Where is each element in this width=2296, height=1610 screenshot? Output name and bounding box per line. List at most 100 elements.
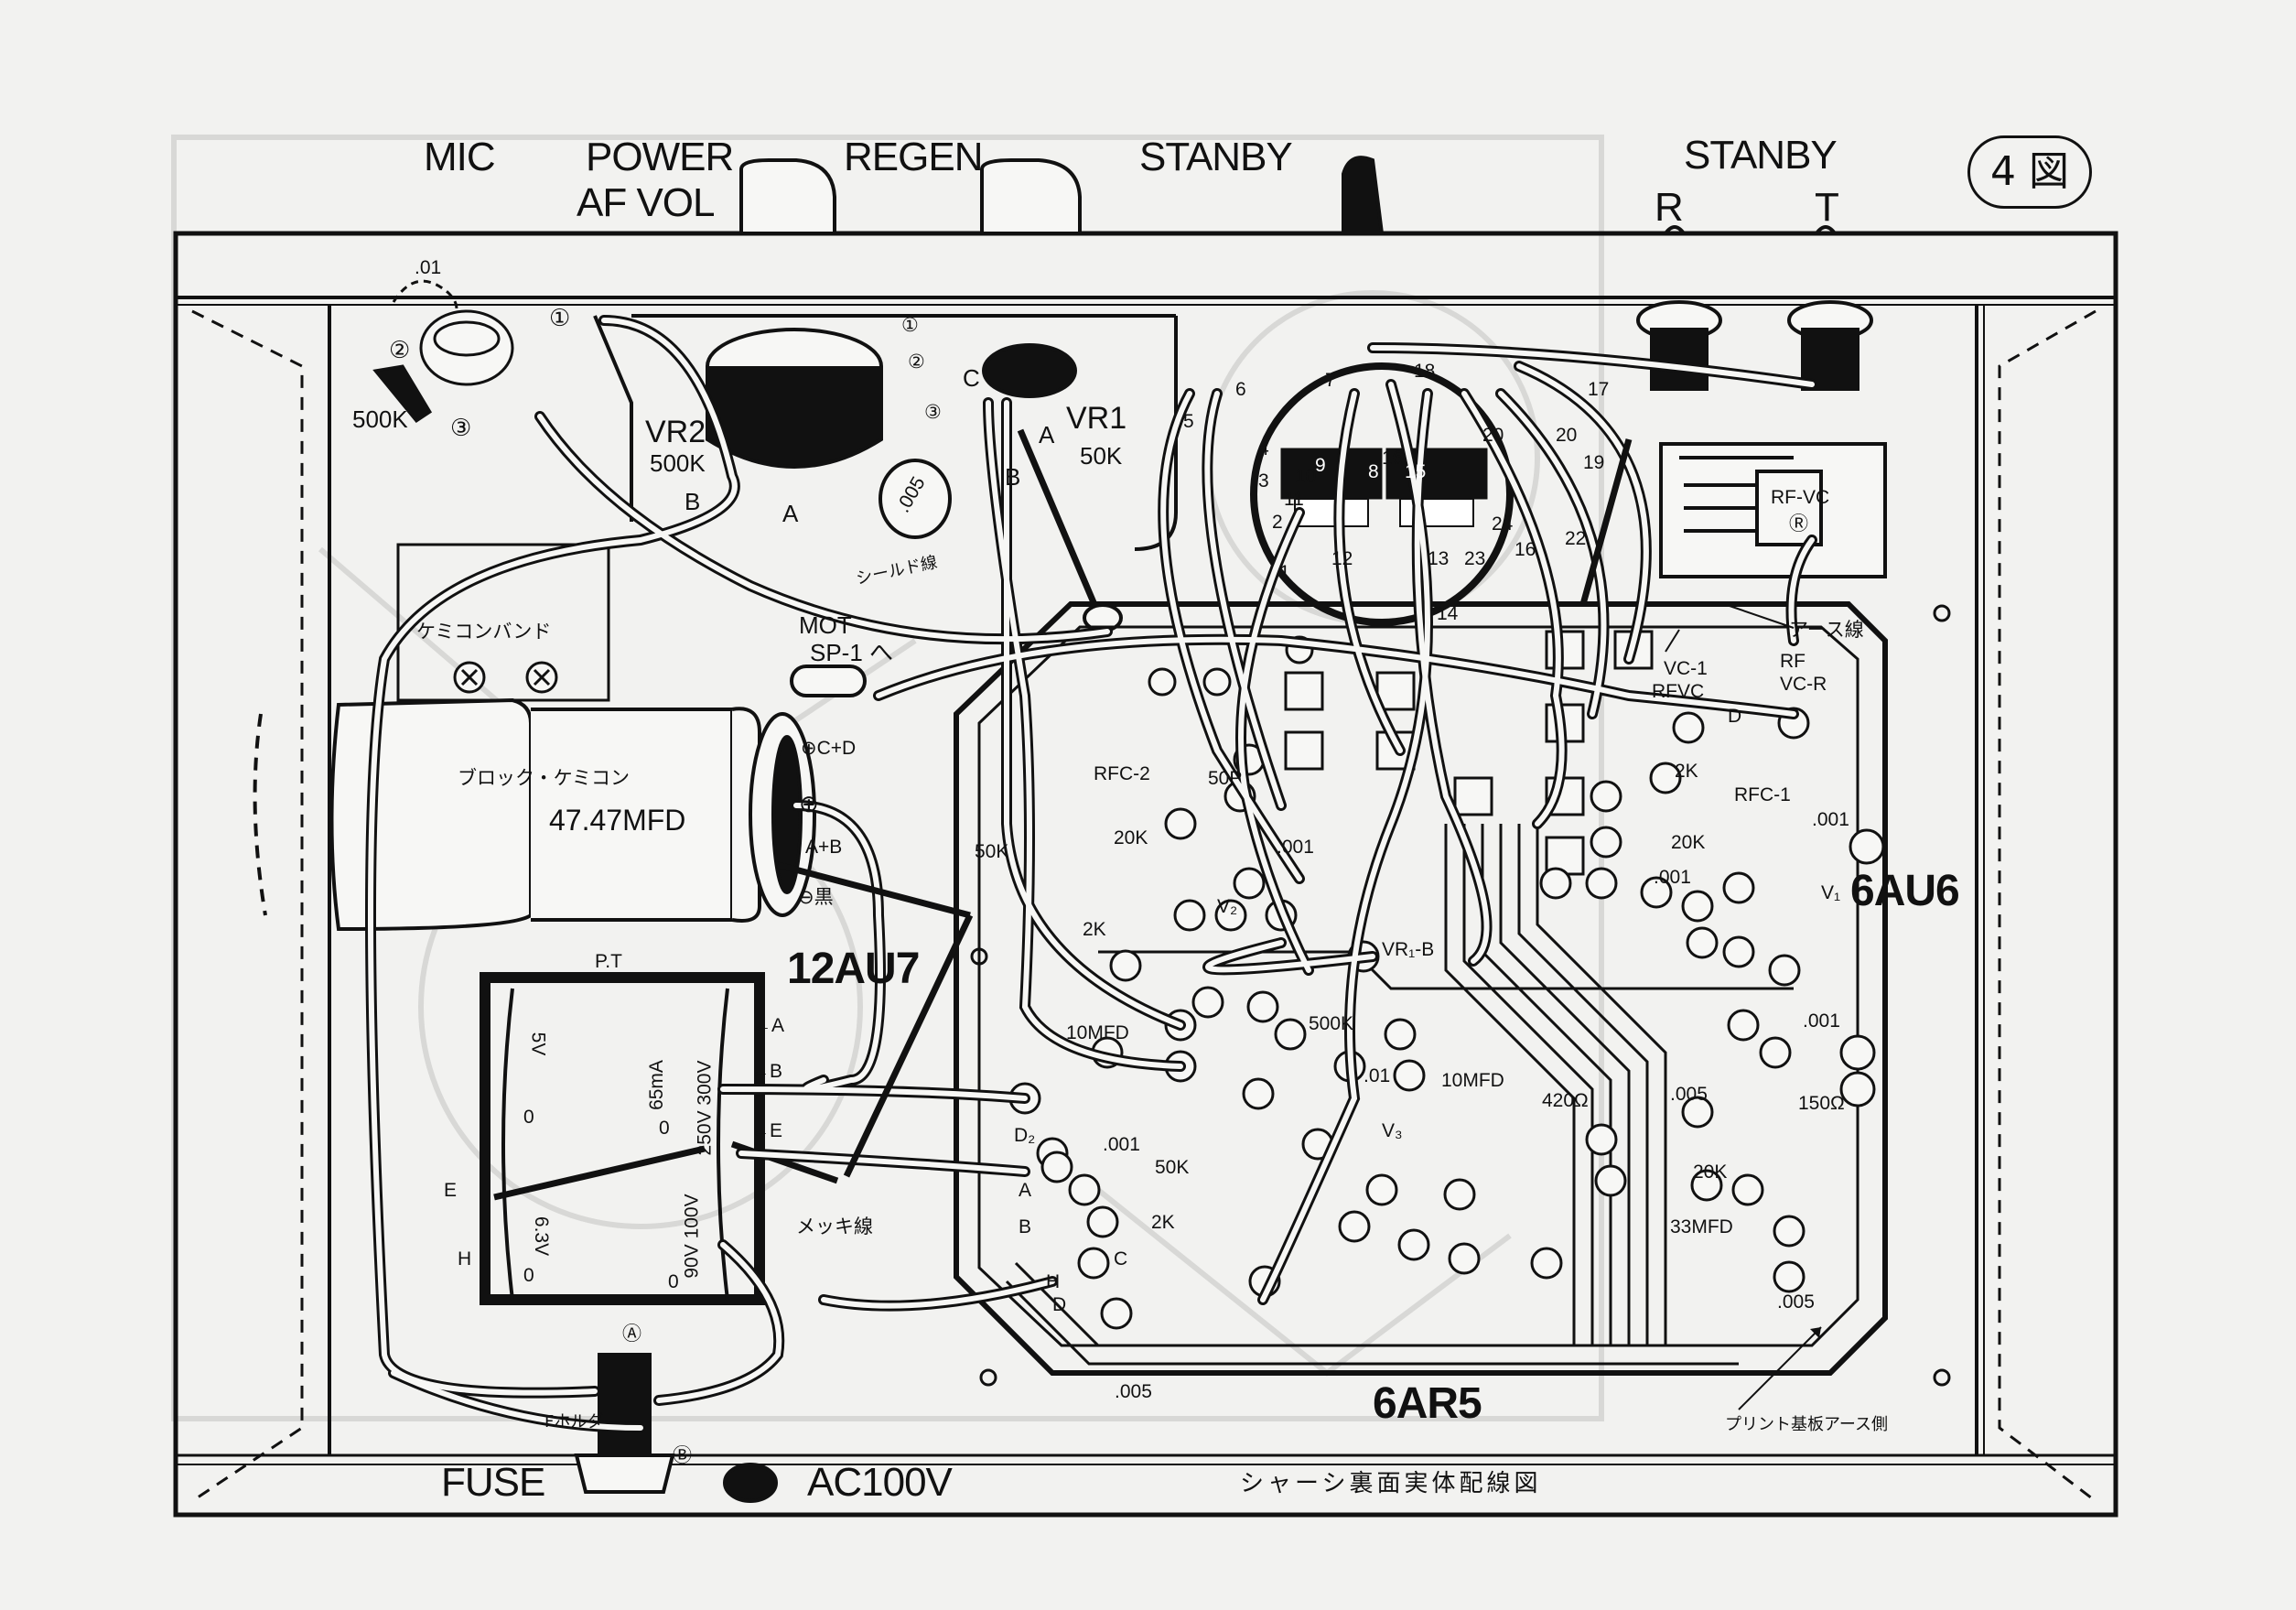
vr1-pin-a: A xyxy=(1039,421,1055,448)
cap-band-label: ケミコンバンド xyxy=(416,621,552,643)
v1-tag: V₁ xyxy=(1821,882,1841,903)
pcb-c01: .01 xyxy=(1364,1065,1391,1086)
pcb-pad-d: D xyxy=(1052,1294,1067,1315)
mic-cap-label: .01 xyxy=(415,257,442,278)
pcb-r2k-b: 2K xyxy=(1151,1212,1175,1233)
pcb-c001-c: .001 xyxy=(1654,867,1691,888)
label-stanby-left: STANBY xyxy=(1139,135,1293,179)
tube-6ar5: 6AR5 xyxy=(1373,1379,1482,1428)
pcb-c10mfd-a: 10MFD xyxy=(1066,1022,1129,1043)
coil-pin-13: 13 xyxy=(1428,548,1450,569)
pcb-rfvc: RFVC xyxy=(1652,681,1705,702)
coil-pin-1: 1 xyxy=(1279,562,1290,583)
vr2-name: VR2 xyxy=(645,415,706,449)
pcb-rfc1: RFC-1 xyxy=(1734,784,1791,805)
pcb-c001-d: .001 xyxy=(1812,809,1849,830)
coil-pin-20: 20 xyxy=(1556,425,1578,446)
coil-pin-6: 6 xyxy=(1235,379,1246,400)
coil-pin-22: 22 xyxy=(1565,528,1587,549)
label-regen: REGEN xyxy=(844,135,983,179)
tube-6au6: 6AU6 xyxy=(1850,867,1960,915)
pt-lv-taps: 90V 100V xyxy=(681,1194,703,1279)
pt-tap-e: ←E xyxy=(750,1120,783,1141)
pcb-d2: D₂ xyxy=(1014,1125,1036,1146)
fuse-holder-label: Fホルダ xyxy=(544,1412,604,1432)
pcb-c001-a: .001 xyxy=(1277,837,1314,858)
tube-12au7: 12AU7 xyxy=(787,945,920,993)
coil-pin-3: 3 xyxy=(1258,470,1269,492)
vr1-pin-c: C xyxy=(963,364,980,392)
pcb-r2k-a: 2K xyxy=(1083,919,1106,940)
pt-name: P.T xyxy=(595,951,622,972)
label-stanby-right: STANBY xyxy=(1684,133,1838,178)
figure-badge: 4 図 xyxy=(1967,135,2092,209)
label-stanby-t: T xyxy=(1815,185,1839,230)
pt-6v3: 6.3V xyxy=(531,1216,553,1257)
pcb-vr1b: VR₁-B xyxy=(1382,939,1435,960)
pcb-pad-b: B xyxy=(1019,1216,1032,1237)
coil-pin-8: 8 xyxy=(1368,461,1379,482)
pcb-c005-bottom: .005 xyxy=(1115,1381,1152,1402)
capacitor-band xyxy=(396,543,610,702)
pcb-cap-50p: 50P xyxy=(1208,768,1243,789)
pcb-pad-a: A xyxy=(1019,1180,1032,1201)
coil-pin-23: 23 xyxy=(1464,548,1486,569)
wiring-harness xyxy=(365,315,1817,1433)
cap-005-disc xyxy=(879,459,952,539)
front-knobs xyxy=(739,156,1837,235)
pcb-r420: 420Ω xyxy=(1542,1090,1589,1111)
pcb-rfc2: RFC-2 xyxy=(1094,763,1150,784)
coil-pin-4: 4 xyxy=(1258,438,1269,459)
coil-pin-17: 17 xyxy=(1588,379,1610,400)
vr2-pin-b: B xyxy=(684,488,701,515)
vr2-pin-a: A xyxy=(782,500,799,527)
pt-current: 65mA xyxy=(645,1060,667,1110)
plated-wire-label: メッキ線 xyxy=(796,1216,873,1237)
coil-pin-16: 16 xyxy=(1382,448,1404,469)
pcb-pin-d: D xyxy=(1728,706,1742,727)
pcb-c33mfd: 33MFD xyxy=(1670,1216,1733,1237)
mount-holes xyxy=(970,604,1951,1387)
vr2-potentiometer xyxy=(706,328,952,539)
vr2-pin-2: ② xyxy=(908,351,925,373)
ac100v-label: AC100V xyxy=(807,1460,953,1505)
label-stanby-r: R xyxy=(1655,185,1684,230)
vr1-value: 50K xyxy=(1080,442,1123,470)
block-cap-value: 47.47MFD xyxy=(549,804,686,837)
pcb-rf: RF xyxy=(1780,651,1806,672)
pcb-r50k-a: 50K xyxy=(975,841,1009,862)
coil-pin-15: 15 xyxy=(1405,461,1427,482)
power-transformer xyxy=(480,972,839,1305)
pt-tap-a: ←A xyxy=(752,1015,785,1036)
block-cap-name: ブロック・ケミコン xyxy=(458,767,630,789)
pt-left-e: E xyxy=(444,1180,458,1201)
pt-zero-3: 0 xyxy=(523,1265,534,1286)
coil-pin-2: 2 xyxy=(1272,512,1283,533)
coil-pin-9: 9 xyxy=(1315,455,1326,476)
mic-pin-1: ① xyxy=(549,305,571,332)
fuse-label: FUSE xyxy=(441,1460,545,1505)
pcb-c005-right: .005 xyxy=(1777,1291,1815,1313)
mic-jack xyxy=(372,279,514,424)
mic-pin-3: ③ xyxy=(450,415,472,442)
coil-pin-20b: 20 xyxy=(1482,425,1504,446)
stanby-switches xyxy=(1636,300,1873,391)
pt-5v: 5V xyxy=(527,1032,549,1056)
pcb-pad-c: C xyxy=(1114,1248,1128,1270)
mic-resistor-label: 500K xyxy=(352,405,408,433)
pt-tap-b: ←B xyxy=(750,1061,783,1082)
coil-pin-18: 18 xyxy=(1414,361,1436,382)
block-cap-term-plus: ⊕ xyxy=(799,790,819,817)
pt-zero-4: 0 xyxy=(668,1271,679,1292)
pcb-c001-e: .001 xyxy=(1803,1010,1840,1032)
v2-tag: V₂ xyxy=(1217,896,1238,917)
pt-left-h: H xyxy=(458,1248,472,1270)
coil-pin-14: 14 xyxy=(1437,603,1459,624)
fuse-term-a: Ⓐ xyxy=(622,1324,641,1345)
pcb-c001-b: .001 xyxy=(1103,1134,1140,1155)
pcb-r50k-b: 50K xyxy=(1155,1157,1190,1178)
coil-pin-24: 24 xyxy=(1492,513,1514,535)
rf-vc-variable-capacitor xyxy=(1659,442,1887,578)
